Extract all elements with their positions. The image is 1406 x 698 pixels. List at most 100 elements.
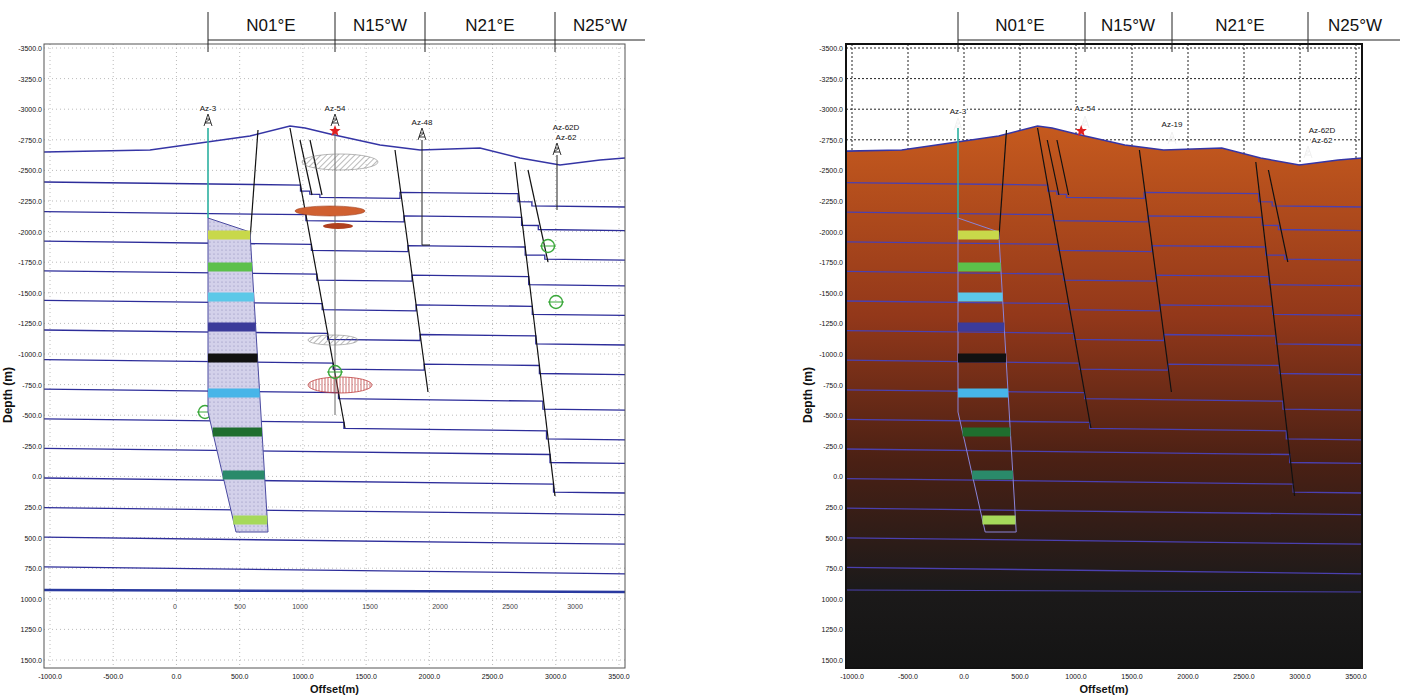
formation-marker — [982, 516, 1015, 525]
tick-label: 3500.0 — [608, 673, 629, 680]
tick-label: 0.0 — [959, 673, 969, 680]
grid-line — [113, 44, 114, 668]
fault-line — [1038, 128, 1091, 428]
tick-label: -500.0 — [103, 673, 123, 680]
horizon-line — [846, 212, 1362, 231]
bearing-bar — [958, 40, 1400, 41]
tick-label: 1250.0 — [21, 626, 42, 633]
well-trace — [335, 132, 336, 415]
tick-label: -1500.0 — [18, 289, 42, 296]
bearing-label: N15°W — [353, 17, 407, 34]
tick-label: 0.0 — [32, 473, 42, 480]
fault-line — [1268, 170, 1287, 262]
fault-line — [300, 140, 312, 195]
tick-label: 1000.0 — [822, 595, 843, 602]
tick-label: -2250.0 — [819, 198, 843, 205]
fault-line — [395, 150, 428, 392]
horizon-line — [846, 271, 1362, 286]
bearing-tick — [555, 12, 556, 52]
well-label: Az-62 — [555, 134, 578, 142]
tick-label: 500.0 — [231, 673, 249, 680]
plot-frame — [846, 44, 1362, 668]
tick-label: 3000.0 — [545, 673, 566, 680]
cross-section — [846, 44, 1362, 668]
tick-label: 1000.0 — [292, 673, 313, 680]
horizon-line — [44, 508, 625, 515]
tick-label: -500.0 — [823, 412, 843, 419]
tick-label: -1000.0 — [18, 351, 42, 358]
inner-tick-label: 1000 — [291, 603, 309, 610]
horizon-line — [846, 508, 1362, 515]
derrick-symbol — [204, 114, 212, 126]
bearing-tick — [1085, 12, 1086, 52]
star-symbol — [1076, 125, 1087, 136]
fault-line — [1256, 162, 1295, 496]
tick-label: -3000.0 — [18, 106, 42, 113]
star-symbol — [329, 125, 340, 136]
well-interval — [958, 218, 1016, 532]
grid-line — [44, 445, 625, 446]
fault-line — [250, 130, 258, 240]
bearing-label: N01°E — [995, 17, 1044, 34]
tick-label: 1500.0 — [822, 657, 843, 664]
tick-label: 750.0 — [24, 565, 42, 572]
tick-label: -500.0 — [898, 673, 918, 680]
tick-label: 750.0 — [825, 565, 843, 572]
well-trace — [557, 155, 558, 210]
derrick-symbol — [1081, 116, 1089, 128]
tick-label: 500.0 — [825, 534, 843, 541]
horizon-line — [846, 567, 1362, 574]
formation-marker — [208, 389, 260, 398]
tick-label: -2000.0 — [18, 228, 42, 235]
tick-label: -2500.0 — [819, 167, 843, 174]
grid-line — [619, 44, 620, 668]
grid-line — [846, 109, 1362, 110]
tick-label: 1000.0 — [1065, 673, 1086, 680]
formation-marker — [208, 354, 258, 363]
grid-line — [846, 48, 1362, 49]
tick-label: -3250.0 — [18, 75, 42, 82]
derrick-symbol — [1168, 132, 1176, 144]
well-trace — [957, 128, 959, 218]
bearing-tick — [425, 12, 426, 52]
bearing-tick — [1308, 12, 1309, 52]
horizon-line — [44, 590, 625, 592]
horizon-line — [846, 590, 1362, 592]
formation-marker — [208, 263, 252, 272]
tick-label: 250.0 — [24, 504, 42, 511]
formation-marker — [972, 471, 1013, 480]
well-label: Az-62D — [1308, 127, 1337, 135]
tick-label: -3500.0 — [18, 45, 42, 52]
grid-line — [366, 44, 367, 668]
tick-label: -1250.0 — [819, 320, 843, 327]
tick-label: -500.0 — [22, 412, 42, 419]
tick-label: 0.0 — [172, 673, 182, 680]
reservoir-zone — [295, 206, 365, 216]
axis-title: Depth (m) — [2, 367, 14, 423]
formation-marker — [213, 428, 262, 437]
derrick-symbol — [418, 128, 426, 140]
bearing-tick — [208, 12, 209, 52]
well-trace — [422, 140, 423, 245]
well-label: Az-62D — [552, 124, 581, 132]
tick-label: -1750.0 — [18, 259, 42, 266]
tick-label: 3500.0 — [1345, 673, 1366, 680]
tick-label: 500.0 — [24, 534, 42, 541]
horizon-line — [44, 419, 625, 440]
bearing-label: N15°W — [1101, 17, 1155, 34]
tick-label: -3500.0 — [819, 45, 843, 52]
fault-line — [999, 130, 1007, 240]
tick-label: -1000.0 — [819, 351, 843, 358]
bearing-label: N21°E — [465, 17, 514, 34]
formation-marker — [958, 323, 1004, 332]
horizon-line — [44, 478, 625, 493]
well-label: Az-19 — [1161, 121, 1184, 129]
axis-title: Offset(m) — [1080, 684, 1129, 695]
formation-marker — [208, 293, 254, 302]
marker-cross — [327, 372, 343, 373]
well-label: Az-3 — [949, 108, 967, 116]
horizon-line — [846, 419, 1362, 440]
horizon-line — [846, 182, 1362, 207]
inner-tick-label: 500 — [233, 603, 247, 610]
tick-label: 1250.0 — [822, 626, 843, 633]
